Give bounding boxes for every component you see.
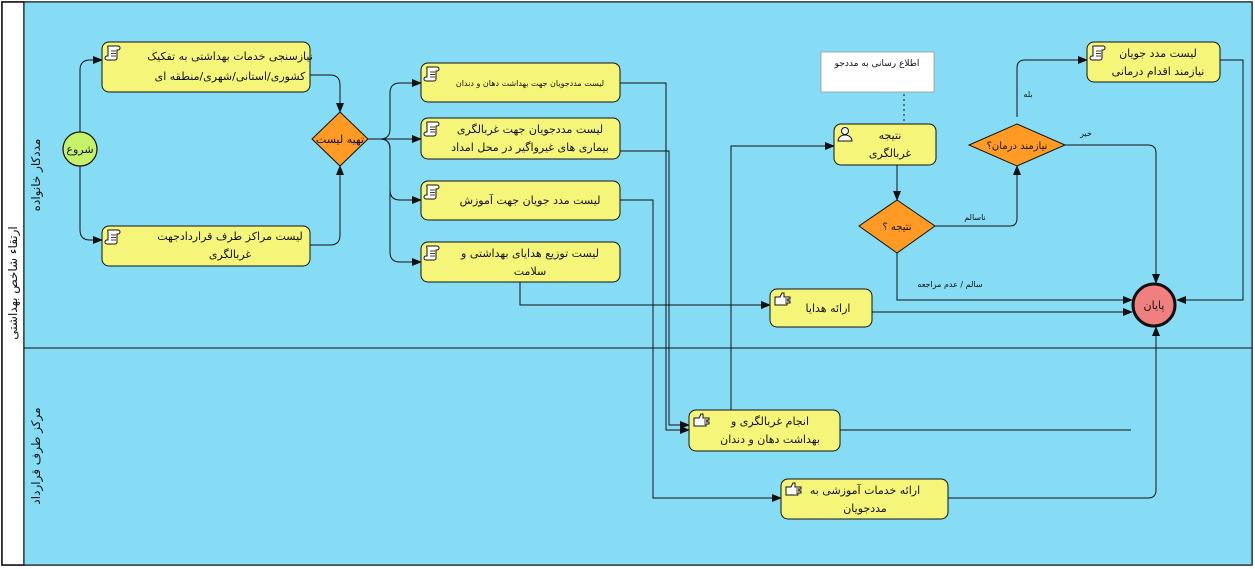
gateway-result-label: نتیجه ؟	[882, 222, 911, 233]
task-text: نیازسنجی خدمات بهداشتی به تفکیک	[147, 50, 313, 63]
task-contract-centers[interactable]: لیست مراکز طرف قراردادجهت غربالگری	[101, 225, 311, 267]
task-education-services[interactable]: ارائه خدمات آموزشی به مددجویان	[780, 478, 949, 520]
task-text: نتیجه	[879, 129, 902, 142]
task-list-gifts[interactable]: لیست توزیع هدایای بهداشتی و سلامت	[420, 241, 621, 283]
task-text: لیست توزیع هدایای بهداشتی و	[460, 247, 599, 260]
task-text: لیست مدد جویان جهت آموزش	[460, 193, 601, 207]
task-text: غربالگری	[869, 147, 912, 160]
edge-label-unhealthy: ناسالم	[964, 213, 986, 222]
annotation-notify[interactable]: اطلاع رسانی به مددجو	[820, 51, 935, 93]
task-text: ارائه خدمات آموزشی به	[810, 483, 920, 497]
gateway-prepare-list[interactable]: تهیه لیست	[311, 111, 369, 167]
task-text: بهداشت دهان و دندان	[720, 433, 820, 446]
edge-label-yes: بله	[1023, 90, 1032, 99]
task-screening-result[interactable]: نتیجه غربالگری	[833, 123, 937, 166]
task-list-education[interactable]: لیست مدد جویان جهت آموزش	[420, 180, 621, 221]
task-text: نیازمند اقدام درمانی	[1112, 65, 1205, 78]
gateway-need-label: نیازمند درمان؟	[987, 141, 1048, 152]
task-text: لیست مددجویان جهت غربالگری	[457, 123, 603, 136]
edge-label-healthy: سالم / عدم مراجعه	[917, 280, 982, 289]
lane-2	[23, 347, 1253, 566]
start-label: شروع	[66, 143, 93, 156]
task-text: بیماری های غیرواگیر در محل امداد	[451, 141, 609, 154]
task-text: غربالگری	[209, 248, 252, 261]
task-text: کشوری/استانی/شهری/منطقه ای	[155, 70, 307, 83]
task-text: انجام غربالگری و	[730, 415, 809, 428]
gateway-prepare-label: تهیه لیست	[316, 133, 364, 146]
task-list-screening[interactable]: لیست مددجویان جهت غربالگری بیماری های غی…	[420, 117, 621, 160]
task-perform-screening[interactable]: انجام غربالگری و بهداشت دهان و دندان	[688, 409, 841, 452]
end-label: پایان	[1144, 299, 1165, 312]
task-treatment-list[interactable]: لیست مدد جویان نیازمند اقدام درمانی	[1086, 41, 1221, 83]
task-text: لیست مددجویان جهت بهداشت دهان و دندان	[456, 79, 604, 88]
lane-1-label: مددکار خانواده	[29, 139, 44, 212]
gateway-need-treatment[interactable]: نیازمند درمان؟	[967, 123, 1067, 167]
task-list-dental[interactable]: لیست مددجویان جهت بهداشت دهان و دندان	[420, 62, 621, 103]
edges	[79, 56, 1244, 502]
task-text: ارائه هدایا	[806, 302, 851, 315]
task-text: لیست مدد جویان	[1119, 47, 1197, 60]
pool-title: ارتقاء شاخص بهداشتی	[6, 226, 21, 339]
task-text: سلامت	[514, 265, 546, 278]
end-event[interactable]: پایان	[1131, 282, 1177, 328]
start-event[interactable]: شروع	[62, 131, 98, 167]
task-text: لیست مراکز طرف قراردادجهت	[157, 230, 303, 243]
lane-2-label: مرکز طرف قرارداد	[29, 407, 44, 504]
task-text: مددجویان	[843, 502, 887, 515]
task-needs-assessment[interactable]: نیازسنجی خدمات بهداشتی به تفکیک کشوری/اس…	[101, 41, 313, 93]
gateway-result[interactable]: نتیجه ؟	[858, 199, 936, 254]
task-give-gifts[interactable]: ارائه هدایا	[769, 288, 873, 328]
edge-label-no: خیر	[1079, 129, 1092, 138]
annotation-text: اطلاع رسانی به مددجو	[834, 59, 920, 69]
